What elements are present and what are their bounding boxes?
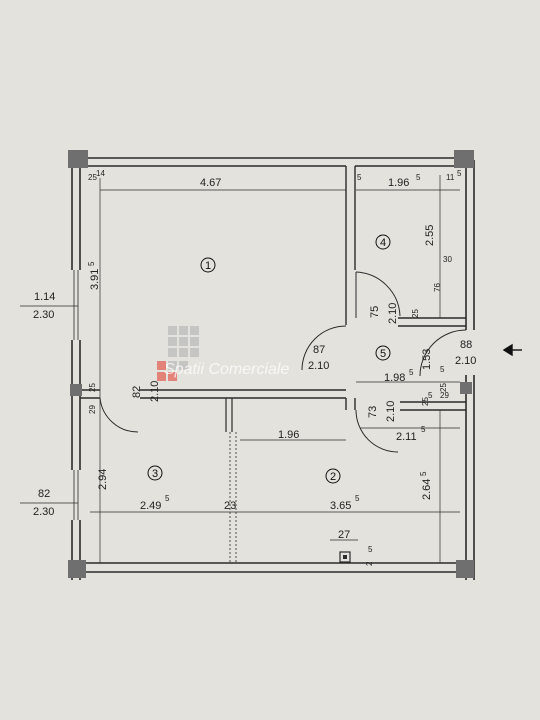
dim-room2-h-sup: 5 <box>419 471 428 476</box>
dim-room4-30: 30 <box>443 255 452 264</box>
room-circle-4 <box>375 234 391 250</box>
dim-room2-w-sup: 5 <box>355 494 360 503</box>
window-left-upper <box>70 270 82 340</box>
dim-door-73: 73 <box>367 406 379 418</box>
dim-door-5b: 5 <box>428 391 433 400</box>
room-label-1: 1 <box>205 260 211 272</box>
dim-top-196: 1.96 <box>388 177 409 189</box>
wall-divider-3-2-lower <box>229 432 237 563</box>
dim-top-25: 25 <box>88 173 97 182</box>
dim-door-75: 75 <box>369 306 381 318</box>
dim-top-14: 14 <box>96 169 105 178</box>
columns <box>68 150 474 578</box>
door-swing-room2 <box>355 409 399 453</box>
dim-bottom-2: 2 <box>365 561 374 566</box>
room-circle-5 <box>375 345 391 361</box>
dim-room1-height-sup: 5 <box>87 261 96 266</box>
wall-hall-right <box>345 398 356 410</box>
dim-top-5b: 5 <box>416 173 421 182</box>
column-top-left <box>68 150 88 168</box>
room-circle-2 <box>325 468 341 484</box>
dim-door-210a: 2.10 <box>387 303 399 324</box>
room-circle-1 <box>200 257 216 273</box>
entrance-gap <box>464 330 476 375</box>
outer-wall-bottom <box>72 562 474 573</box>
dim-win-left-230: 2.30 <box>33 309 54 321</box>
dim-bottom-27: 27 <box>338 529 350 541</box>
dim-win-left-114: 1.14 <box>34 291 55 303</box>
dim-mid-211: 2.11 <box>396 431 417 443</box>
watermark-text: Spatii Comerciale <box>164 361 289 378</box>
dim-left-29: 29 <box>88 405 97 414</box>
dim-door-87: 87 <box>313 344 325 356</box>
dim-hall-153: 1.53 <box>421 349 433 370</box>
dim-wall-23: 23 <box>224 500 236 512</box>
column-bottom-right <box>456 560 474 578</box>
dim-room2-h: 2.64 <box>421 479 433 500</box>
wall-room4-left <box>345 166 356 325</box>
dimension-lines <box>20 175 460 563</box>
dim-mid-196: 1.96 <box>278 429 299 441</box>
dim-top-5a: 5 <box>357 173 362 182</box>
dim-left-25: 25 <box>88 383 97 392</box>
room-label-4: 4 <box>380 237 386 249</box>
door-swing-room1 <box>301 325 347 371</box>
wall-room1-bottom <box>140 389 346 399</box>
dim-room3-w: 2.49 <box>140 500 161 512</box>
dim-hall-198: 1.98 <box>384 372 405 384</box>
walls <box>70 157 476 580</box>
room-label-5: 5 <box>380 348 386 360</box>
dim-hall-25: 25 <box>439 383 448 392</box>
room-circle-3 <box>147 465 163 481</box>
dim-win2-82: 82 <box>38 488 50 500</box>
outer-wall-top-left <box>80 157 346 167</box>
dim-right-29: 29 <box>440 391 449 400</box>
dim-door-25a: 25 <box>411 309 420 318</box>
wall-room4-bottom <box>398 317 466 327</box>
column-right-mid <box>460 382 472 394</box>
dim-door-25b: 25 <box>421 397 430 406</box>
dim-door-87-h: 2.10 <box>308 360 329 372</box>
room-label-3: 3 <box>152 468 158 480</box>
dim-room4-height: 2.55 <box>424 225 436 246</box>
door-swings <box>99 271 467 453</box>
dim-room3-h: 2.94 <box>97 469 109 490</box>
dim-left-82: 82 <box>131 386 143 398</box>
dim-room3-w-sup: 5 <box>165 494 170 503</box>
dim-top-5c: 5 <box>457 169 462 178</box>
dim-room4-76: 76 <box>433 283 442 292</box>
dim-room2-w: 3.65 <box>330 500 351 512</box>
dim-win2-230: 2.30 <box>33 506 54 518</box>
door-swing-entrance <box>419 329 467 377</box>
dim-ent-88-h: 2.10 <box>455 355 476 367</box>
column-top-right <box>454 150 474 168</box>
window-left-lower <box>70 470 82 520</box>
room-markers <box>147 234 391 484</box>
dim-left-82-h: 2.10 <box>149 381 161 402</box>
wall-divider-3-2 <box>225 398 233 432</box>
dim-door-73-h: 2.10 <box>385 401 397 422</box>
wall-room1-bottom-left <box>80 389 100 399</box>
dim-hall-198-sup: 5 <box>409 368 414 377</box>
column-bottom-left <box>68 560 86 578</box>
door-swing-room3 <box>99 397 139 433</box>
column-left-mid <box>70 384 82 396</box>
watermark: Spatii Comerciale <box>157 326 289 381</box>
door-swing-room4 <box>355 271 401 317</box>
entrance-arrow-icon <box>502 343 522 357</box>
outer-wall-top-right <box>346 157 466 167</box>
dim-top-11: 11 <box>446 173 455 182</box>
dim-top-467: 4.67 <box>200 177 221 189</box>
dim-mid-211-sup: 5 <box>421 425 426 434</box>
dim-room1-height: 3.91 <box>89 269 101 290</box>
watermark-logo-icon <box>157 326 199 381</box>
dim-bottom-5: 5 <box>368 545 373 554</box>
dim-ent-88: 88 <box>460 339 472 351</box>
dim-hall-5a: 5 <box>440 365 445 374</box>
bottom-marker-icon <box>339 551 351 563</box>
wall-room2-top <box>400 401 466 411</box>
room-label-2: 2 <box>330 471 336 483</box>
